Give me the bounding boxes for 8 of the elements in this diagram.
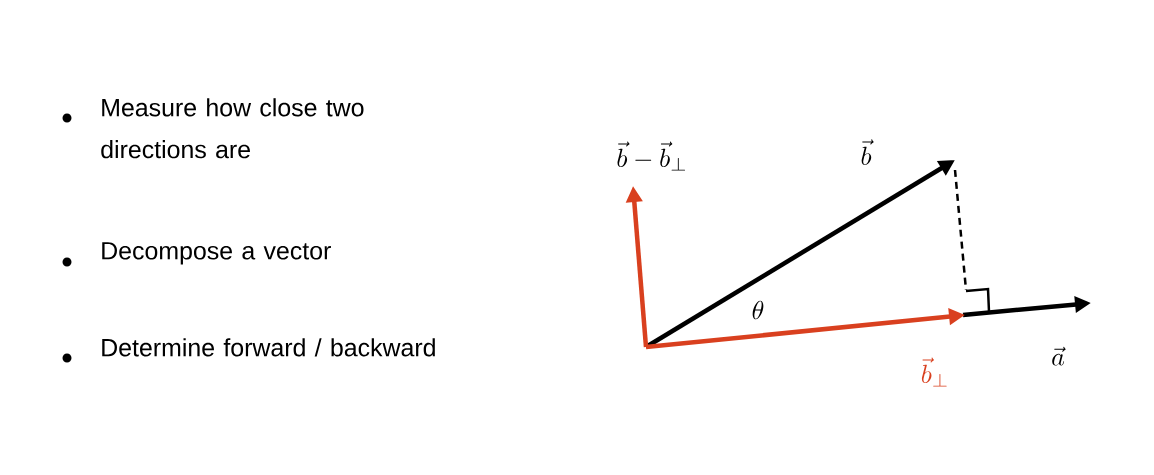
vector-label: $\theta$: [752, 300, 764, 320]
bullet-text: Determine forward / backward: [102, 338, 435, 357]
vector-label: $\vec{b} - \vec{b}_{\perp}$: [617, 141, 685, 171]
vector-label: $\vec{a}$: [1052, 346, 1066, 366]
vector-label: $\vec{b}$: [861, 139, 874, 165]
vector-label: $\vec{b}_{\perp}$: [921, 357, 947, 387]
bullet-text: Measure how close two directions are: [101, 98, 364, 159]
bullet-text: Decompose a vector: [102, 242, 331, 265]
